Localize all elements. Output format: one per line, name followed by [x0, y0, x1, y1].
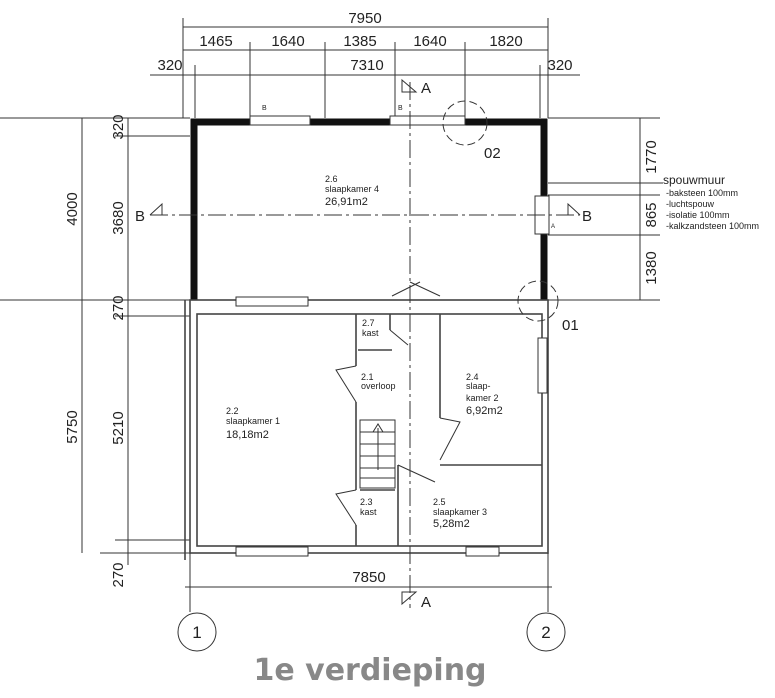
- dim-top-inner: 7310: [350, 57, 383, 74]
- dim-right: 1770: [643, 140, 660, 173]
- dim-top-seg: 1640: [413, 33, 446, 50]
- wall-note-title: spouwmuur: [663, 173, 725, 187]
- dim-top-total: 7950: [348, 10, 381, 27]
- grid-label: 2: [541, 623, 550, 642]
- room-number: 2.2: [226, 406, 239, 416]
- dim-right: 865: [643, 202, 660, 227]
- attic-walls: B B A: [190, 105, 555, 300]
- section-mark-a: A: [421, 594, 431, 611]
- window-mark: B: [262, 105, 267, 112]
- left-dimensions: 4000 5750 320 3680 270 5210 270: [0, 114, 190, 588]
- dim-left-inner: 5210: [110, 411, 127, 444]
- room-number: 2.3: [360, 497, 373, 507]
- room-name: kast: [360, 507, 377, 517]
- section-mark-b: B: [135, 208, 145, 225]
- grid-label: 1: [192, 623, 201, 642]
- room-name: overloop: [361, 381, 396, 391]
- dim-top-inner: 320: [547, 57, 572, 74]
- dim-top-seg: 1820: [489, 33, 522, 50]
- room-number: 2.5: [433, 497, 446, 507]
- room-name: kamer 2: [466, 393, 499, 403]
- section-mark-a: A: [421, 80, 431, 97]
- window-mark: B: [398, 105, 403, 112]
- dim-top-seg: 1640: [271, 33, 304, 50]
- dim-left-inner: 270: [110, 562, 127, 587]
- dim-bottom: 7850: [352, 569, 385, 586]
- dim-left: 5750: [64, 410, 81, 443]
- section-mark-b: B: [582, 208, 592, 225]
- room-name: slaapkamer 4: [325, 184, 379, 194]
- room-area: 18,18m2: [226, 429, 269, 441]
- detail-label: 02: [484, 145, 501, 162]
- room-name: slaapkamer 1: [226, 416, 280, 426]
- dim-top-inner: 320: [157, 57, 182, 74]
- dim-left-inner: 320: [110, 114, 127, 139]
- wall-note-layer: -baksteen 100mm: [666, 188, 738, 198]
- dim-left-inner: 270: [110, 295, 127, 320]
- stairs: [359, 419, 396, 489]
- dim-top-seg: 1465: [199, 33, 232, 50]
- room-number: 2.1: [361, 372, 374, 382]
- plan-title: 1e verdieping: [253, 653, 486, 688]
- room-number: 2.6: [325, 174, 338, 184]
- room-area: 6,92m2: [466, 405, 503, 417]
- room-name: slaapkamer 3: [433, 507, 487, 517]
- grid-markers: 1 2: [177, 612, 566, 652]
- wall-note-layer: -isolatie 100mm: [666, 210, 730, 220]
- detail-markers: 02 01: [442, 100, 579, 334]
- dim-left: 4000: [64, 192, 81, 225]
- room-name: kast: [362, 328, 379, 338]
- room-number: 2.7: [362, 318, 375, 328]
- dim-top-seg: 1385: [343, 33, 376, 50]
- first-floor-walls: [184, 281, 549, 560]
- detail-label: 01: [562, 317, 579, 334]
- room-labels: 2.6 slaapkamer 4 26,91m2 2.7 kast 2.1 ov…: [226, 174, 503, 530]
- section-lines: A A B B: [135, 78, 592, 611]
- wall-note-layer: -luchtspouw: [666, 199, 715, 209]
- right-dimensions: 1770 865 1380 spouwmuur -baksteen 100mm …: [548, 117, 759, 301]
- dim-left-inner: 3680: [110, 201, 127, 234]
- room-name: slaap-: [466, 381, 491, 391]
- room-area: 26,91m2: [325, 196, 368, 208]
- top-dimensions: 7950 1465 1640 1385 1640 1820 320 7310 3…: [150, 10, 580, 118]
- room-number: 2.4: [466, 372, 479, 382]
- wall-note-layer: -kalkzandsteen 100mm: [666, 221, 759, 231]
- room-area: 5,28m2: [433, 518, 470, 530]
- dim-right: 1380: [643, 251, 660, 284]
- bottom-dimension: 7850: [185, 553, 552, 612]
- window-mark: A: [551, 224, 555, 230]
